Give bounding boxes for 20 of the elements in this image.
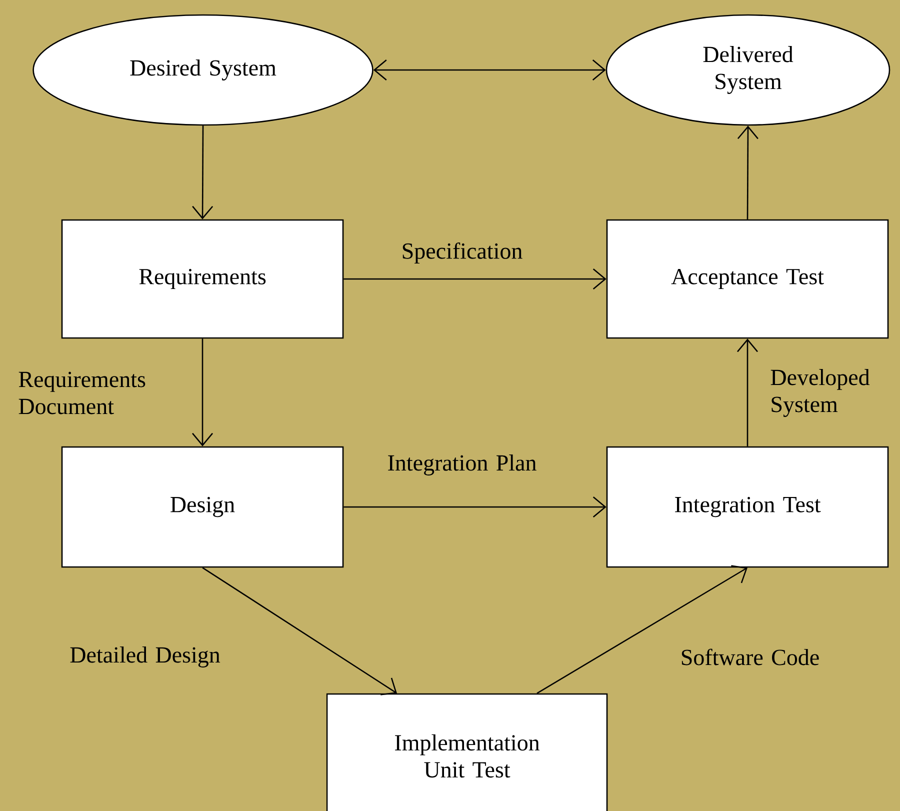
edge-label: Developed System bbox=[770, 369, 870, 417]
process-box: Integration Test bbox=[606, 446, 889, 568]
arrow bbox=[192, 338, 213, 446]
arrow bbox=[737, 338, 758, 446]
process-box: Implementation Unit Test bbox=[326, 693, 608, 811]
edge-label: Requirements Document bbox=[18, 372, 146, 414]
arrow bbox=[536, 565, 748, 694]
arrow bbox=[202, 567, 397, 696]
arrow bbox=[192, 126, 214, 220]
arrow bbox=[344, 268, 606, 290]
process-box: Requirements bbox=[61, 219, 344, 339]
arrow bbox=[373, 60, 606, 80]
edge-label: Specification bbox=[402, 242, 522, 264]
process-box: Acceptance Test bbox=[606, 219, 889, 339]
arrow bbox=[344, 496, 606, 518]
arrow bbox=[737, 126, 758, 220]
edge-label: Detailed Design bbox=[70, 646, 220, 668]
process-box: Design bbox=[61, 446, 344, 568]
edge-label: Software Code bbox=[682, 648, 819, 666]
edge-label: Integration Plan bbox=[388, 454, 536, 476]
